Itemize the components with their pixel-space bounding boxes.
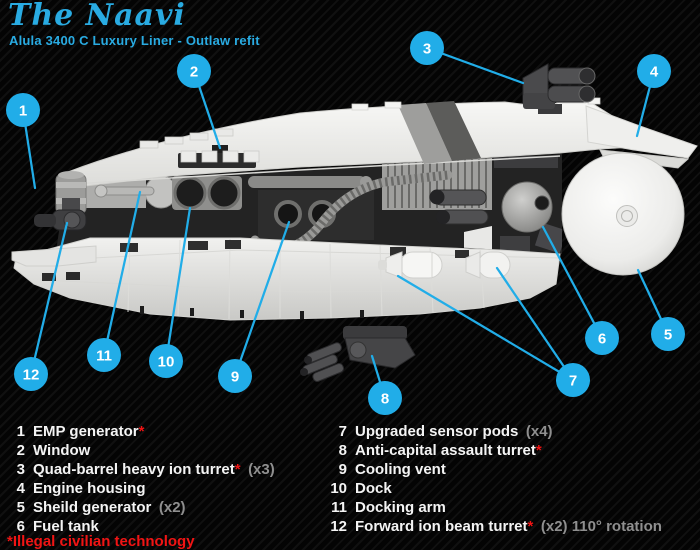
legend-column-right: 7 Upgraded sensor pods (x4) 8 Anti-capital … bbox=[330, 422, 662, 536]
legend-item: 7 Upgraded sensor pods (x4) bbox=[330, 422, 662, 441]
legend-item: 5 Sheild generator (x2) bbox=[8, 498, 275, 517]
legend-item: 10 Dock bbox=[330, 479, 662, 498]
legend-item: 3 Quad-barrel heavy ion turret* (x3) bbox=[8, 460, 275, 479]
docking-arm bbox=[94, 184, 155, 198]
upper-hull bbox=[67, 95, 651, 189]
fuel-tank bbox=[501, 181, 553, 233]
legend-item-number: 12 bbox=[330, 518, 347, 535]
legend-item-number: 11 bbox=[331, 499, 347, 516]
legend-item-label: Anti-capital assault turret* bbox=[355, 442, 542, 459]
legend-item-note: (x3) bbox=[240, 461, 275, 478]
page-title: The Naavi bbox=[8, 0, 186, 33]
lower-hull bbox=[11, 237, 561, 321]
legend-item-label: Docking arm bbox=[355, 499, 446, 516]
legend-item-label: Cooling vent bbox=[355, 461, 446, 478]
legend-item-number: 6 bbox=[16, 518, 25, 535]
legend-item-number: 5 bbox=[16, 499, 25, 516]
window-slot bbox=[212, 145, 228, 155]
sensor-pods bbox=[378, 251, 511, 279]
legend-item-number: 3 bbox=[16, 461, 25, 478]
legend-item-number: 7 bbox=[338, 423, 347, 440]
illegal-flag: * bbox=[138, 423, 145, 440]
shield-generator-disc bbox=[561, 152, 685, 276]
legend-item-label: Quad-barrel heavy ion turret* (x3) bbox=[33, 461, 275, 478]
legend-item-number: 4 bbox=[16, 480, 25, 497]
legend-item-label: Upgraded sensor pods (x4) bbox=[355, 423, 553, 440]
legend-item-number: 8 bbox=[338, 442, 347, 459]
legend-item-label: Forward ion beam turret* (x2) 110° rotat… bbox=[355, 518, 662, 535]
legend-item: 9 Cooling vent bbox=[330, 460, 662, 479]
legend-item: 12 Forward ion beam turret* (x2) 110° rot… bbox=[330, 517, 662, 536]
legend-item: 6 Fuel tank bbox=[8, 517, 275, 536]
illegal-flag: * bbox=[535, 442, 542, 459]
hull-stripes bbox=[398, 101, 481, 164]
legend-item: 2 Window bbox=[8, 441, 275, 460]
illegal-flag: * bbox=[527, 518, 534, 535]
legend-item-label: EMP generator* bbox=[33, 423, 145, 440]
assault-turret bbox=[300, 326, 416, 382]
legend-item-number: 2 bbox=[16, 442, 25, 459]
legend-item: 1 EMP generator* bbox=[8, 422, 275, 441]
legend-item-label: Fuel tank bbox=[33, 518, 99, 535]
legend-item-label: Sheild generator (x2) bbox=[33, 499, 186, 516]
legend-item-note: (x4) bbox=[518, 423, 553, 440]
dock-ports bbox=[172, 176, 242, 210]
page-subtitle: Alula 3400 C Luxury Liner - Outlaw refit bbox=[9, 33, 260, 48]
legend-item: 11 Docking arm bbox=[330, 498, 662, 517]
legend-item: 8 Anti-capital assault turret* bbox=[330, 441, 662, 460]
legend-footnote: *Illegal civilian technology bbox=[7, 533, 195, 550]
sensor-pod bbox=[465, 251, 511, 279]
sensor-pod bbox=[378, 251, 443, 279]
illegal-flag: * bbox=[234, 461, 241, 478]
legend-item: 4 Engine housing bbox=[8, 479, 275, 498]
ion-turret-top bbox=[522, 63, 596, 114]
legend-item-note: (x2) 110° rotation bbox=[533, 518, 662, 535]
legend-item-label: Engine housing bbox=[33, 480, 146, 497]
legend-item-note: (x2) bbox=[151, 499, 186, 516]
legend-item-number: 9 bbox=[338, 461, 347, 478]
legend-item-label: Dock bbox=[355, 480, 392, 497]
legend-item-number: 10 bbox=[330, 480, 347, 497]
legend-column-left: 1 EMP generator* 2 Window 3 Quad-barrel heavy… bbox=[8, 422, 275, 536]
legend-item-number: 1 bbox=[16, 423, 25, 440]
legend-item-label: Window bbox=[33, 442, 91, 459]
